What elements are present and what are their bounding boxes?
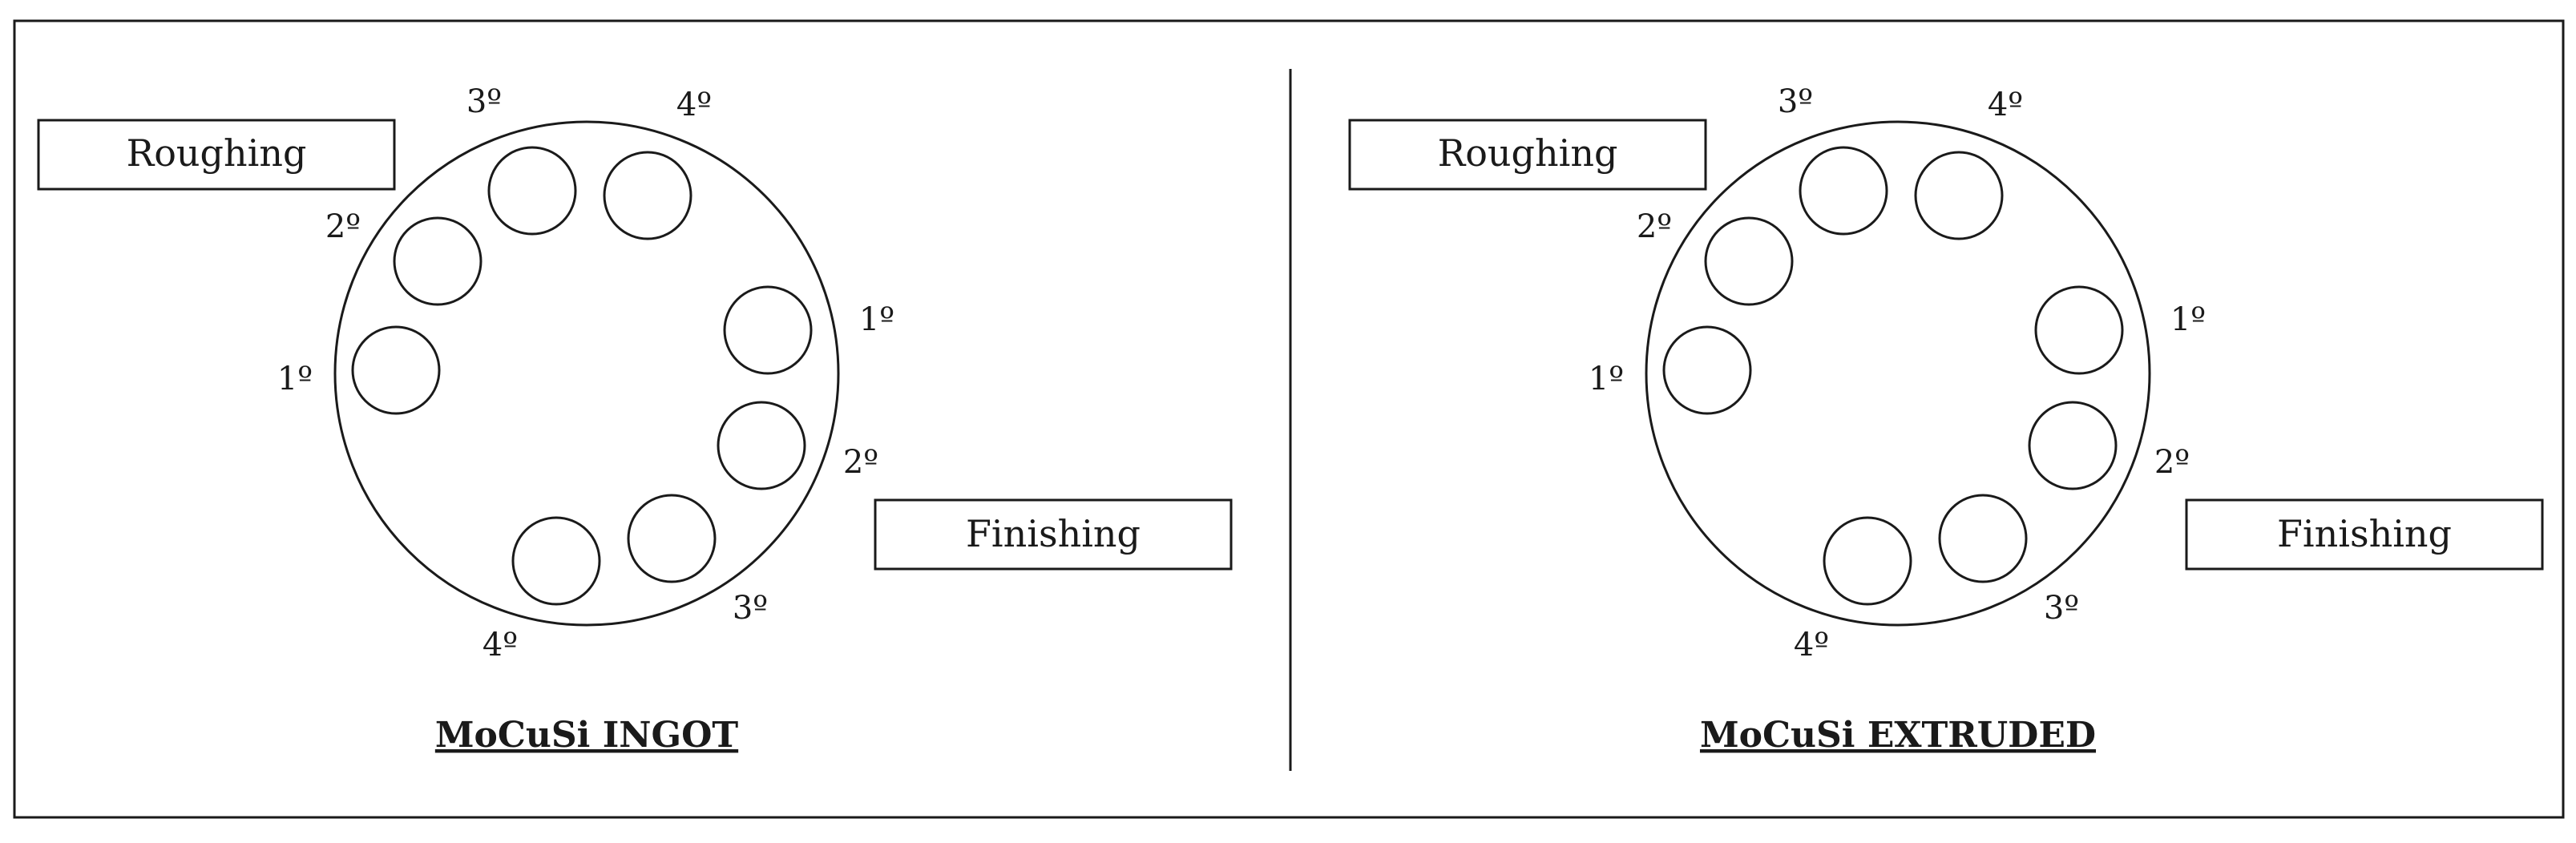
roughing-position-4: 4º xyxy=(676,87,712,123)
finishing-sample-3 xyxy=(627,494,717,583)
roughing-position-4: 4º xyxy=(1988,87,2023,123)
roughing-position-3: 3º xyxy=(1778,83,1813,120)
finishing-sample-3 xyxy=(1938,494,2028,583)
finishing-label: Finishing xyxy=(966,512,1141,555)
roughing-sample-3 xyxy=(487,146,577,236)
roughing-sample-2 xyxy=(393,216,482,306)
finishing-position-3: 3º xyxy=(2044,590,2079,627)
roughing-sample-1 xyxy=(351,325,441,415)
roughing-sample-3 xyxy=(1799,146,1888,236)
figure-frame xyxy=(13,19,2565,819)
finishing-label: Finishing xyxy=(2277,512,2452,555)
panel-extruded: Roughing Finishing 1º 2º 3º 4º 1º 2º 3º … xyxy=(1348,83,2544,756)
panel-caption: MoCuSi INGOT xyxy=(435,715,739,756)
finishing-sample-1 xyxy=(2034,285,2124,375)
finishing-position-4: 4º xyxy=(1794,627,1829,664)
finishing-position-1: 1º xyxy=(859,301,894,338)
roughing-sample-1 xyxy=(1662,325,1752,415)
roughing-label: Roughing xyxy=(1438,131,1618,175)
roughing-label: Roughing xyxy=(127,131,307,175)
finishing-position-4: 4º xyxy=(482,627,518,664)
roughing-position-3: 3º xyxy=(466,83,502,120)
workpiece-disc xyxy=(1645,120,2151,627)
finishing-position-2: 2º xyxy=(2154,444,2190,481)
panel-ingot: Roughing Finishing 1º 2º 3º 4º 1º 2º 3º … xyxy=(37,83,1233,756)
finishing-position-2: 2º xyxy=(843,444,878,481)
roughing-position-2: 2º xyxy=(325,208,361,245)
roughing-position-1: 1º xyxy=(277,361,313,397)
finishing-position-3: 3º xyxy=(733,590,768,627)
panel-caption: MoCuSi EXTRUDED xyxy=(1700,715,2096,756)
finishing-sample-2 xyxy=(717,401,806,490)
finishing-box xyxy=(2185,498,2544,571)
finishing-box xyxy=(874,498,1233,571)
roughing-sample-4 xyxy=(603,151,692,240)
roughing-box xyxy=(1348,119,1707,191)
finishing-sample-4 xyxy=(511,516,601,606)
finishing-position-1: 1º xyxy=(2170,301,2206,338)
finishing-sample-2 xyxy=(2028,401,2118,490)
workpiece-disc xyxy=(333,120,840,627)
finishing-sample-4 xyxy=(1823,516,1912,606)
roughing-position-1: 1º xyxy=(1589,361,1624,397)
finishing-sample-1 xyxy=(723,285,813,375)
roughing-sample-2 xyxy=(1704,216,1794,306)
roughing-position-2: 2º xyxy=(1637,208,1672,245)
roughing-sample-4 xyxy=(1914,151,2004,240)
roughing-box xyxy=(37,119,396,191)
